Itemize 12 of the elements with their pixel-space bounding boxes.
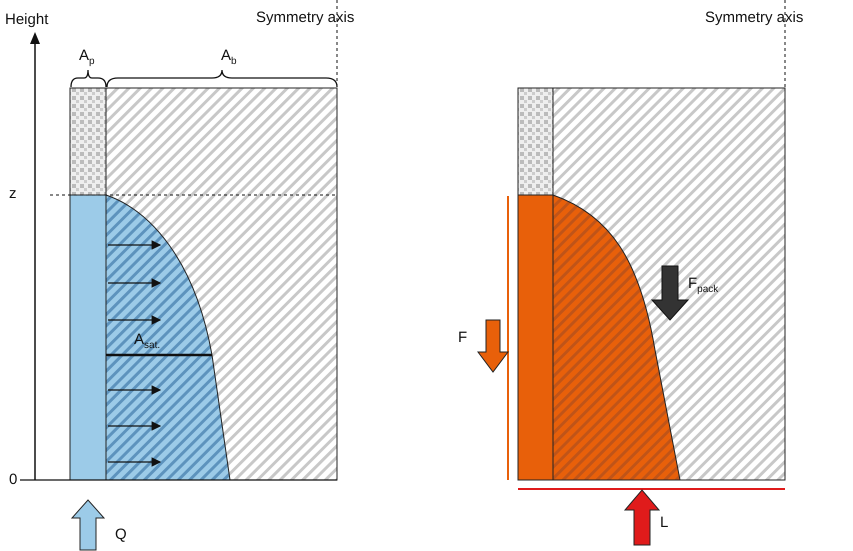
area-symbol: A$_{b}$: [221, 48, 237, 67]
axis-label: Height: [5, 12, 48, 28]
force-symbol: F: [458, 330, 468, 346]
height-symbol: 0: [9, 472, 18, 488]
axis-label: Symmetry axis: [705, 10, 804, 26]
force-symbol: F$_{pack}$: [688, 276, 718, 295]
axis-label: Symmetry axis: [256, 10, 354, 26]
area-symbol: A$_{sat.}$: [134, 332, 160, 351]
flow-symbol: Q: [115, 527, 127, 544]
area-symbol: A$_{p}$: [79, 48, 95, 67]
force-symbol: L: [660, 515, 668, 532]
height-symbol: z: [9, 186, 16, 202]
